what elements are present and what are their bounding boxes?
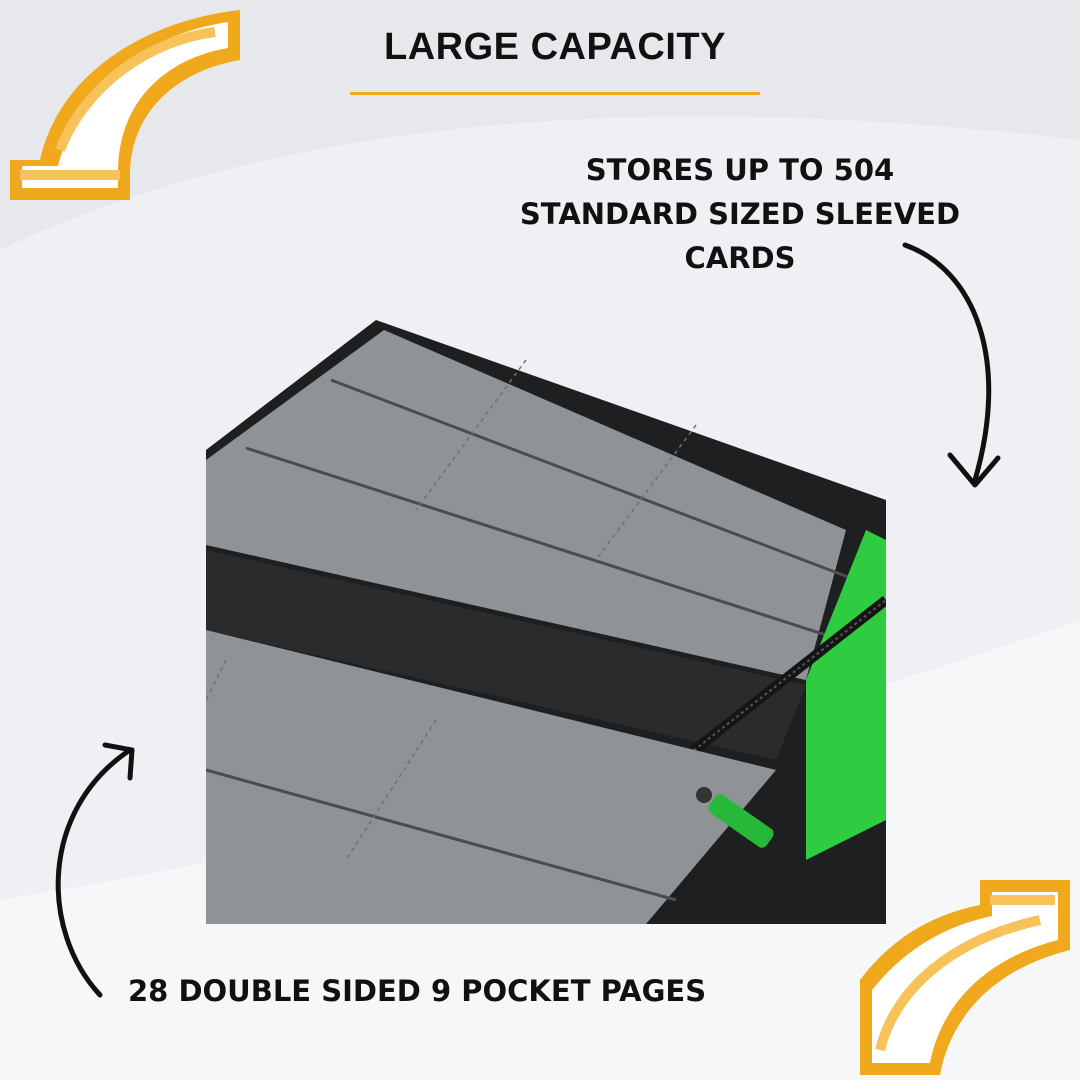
corner-ornament-icon [10,10,240,200]
callout-line: STANDARD SIZED SLEEVED [519,197,961,231]
zipper-pull-icon [696,787,774,848]
capacity-callout: STORES UP TO 504 STANDARD SIZED SLEEVED … [500,148,980,280]
pages-callout: 28 DOUBLE SIDED 9 POCKET PAGES [128,974,707,1008]
curved-arrow-icon [55,742,135,998]
title-underline [350,92,760,95]
curved-arrow-icon [902,242,1001,488]
callout-line: STORES UP TO 504 [585,153,895,187]
binder-photo [206,320,886,924]
callout-line: CARDS [684,241,796,275]
corner-ornament-icon [860,880,1070,1075]
page-title: LARGE CAPACITY [384,26,726,68]
